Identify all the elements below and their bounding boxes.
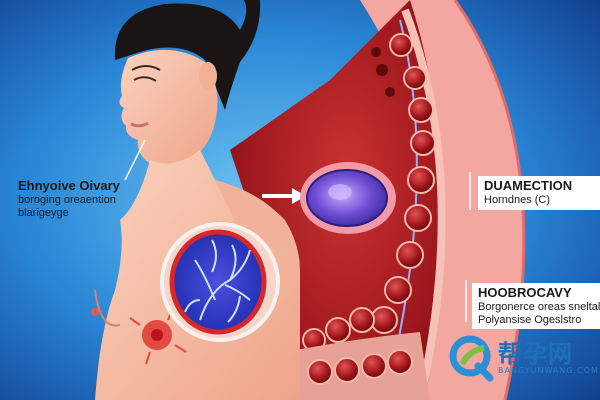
label-right-top-title: DUAMECTION — [484, 178, 573, 193]
follicle-highlight — [328, 184, 352, 200]
eye — [133, 76, 157, 82]
label-left: Ehnyoive Oivary boroging oreaention blar… — [12, 176, 136, 222]
cell — [307, 359, 333, 385]
label-right-bottom-line2: Polyansise Ogeslstro — [478, 313, 582, 326]
q-logo-icon — [449, 335, 494, 382]
label-right-bottom-title: HOOBROCAVY — [478, 285, 572, 300]
cell — [403, 66, 427, 90]
label-right-bottom-line1: Borgonerce oreas sneltal — [478, 300, 600, 313]
watermark-sub: BANGYUNWANG.COM — [498, 366, 599, 375]
label-left-line1: boroging oreaention — [18, 193, 116, 206]
label-left-title: Ehnyoive Oivary — [18, 178, 120, 193]
label-right-top-line1: Horndnes (C) — [484, 193, 551, 206]
cell — [407, 166, 435, 194]
lower-cells — [307, 349, 413, 385]
inflamed-core — [151, 329, 163, 341]
eyebrow — [131, 65, 161, 71]
cell — [387, 349, 413, 375]
lips — [130, 121, 149, 128]
tissue-inner-wall — [401, 8, 446, 400]
watermark-name: 帮孕网 — [498, 340, 573, 368]
watermark: 帮孕网 BANGYUNWANG.COM — [448, 332, 600, 400]
cell — [384, 276, 412, 304]
cell — [404, 204, 432, 232]
shoulder-shade — [215, 180, 300, 270]
cell — [325, 317, 351, 343]
cell — [389, 33, 413, 57]
cell — [361, 353, 387, 379]
cell — [385, 87, 395, 97]
face — [119, 49, 218, 166]
cell — [410, 130, 436, 156]
cell — [408, 97, 434, 123]
ovary-body — [169, 229, 267, 335]
callout-line-left — [124, 139, 146, 181]
cell — [371, 47, 381, 57]
hair — [114, 0, 261, 110]
ear — [199, 62, 217, 90]
pointer-arrow-head — [292, 188, 306, 204]
nipple — [91, 308, 99, 316]
label-right-bottom: HOOBROCAVY Borgonerce oreas sneltal Poly… — [472, 283, 600, 330]
label-right-top: DUAMECTION Horndnes (C) — [478, 176, 600, 210]
breast — [94, 289, 121, 327]
inflamed-rays — [129, 309, 187, 365]
cell — [376, 64, 388, 76]
cell-chain — [302, 33, 436, 352]
tissue-outer-wall-edge — [453, 0, 526, 400]
ovary-veins — [184, 239, 251, 323]
cell — [349, 307, 375, 333]
cell — [396, 241, 424, 269]
cell — [334, 357, 360, 383]
label-left-line2: blarigeyge — [18, 206, 69, 219]
